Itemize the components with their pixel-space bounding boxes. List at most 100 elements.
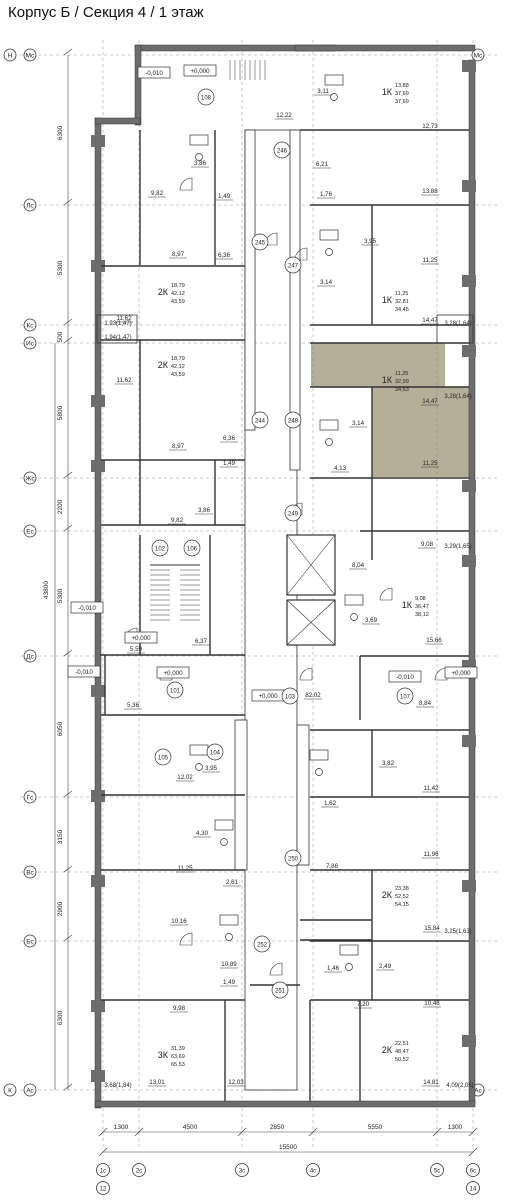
apartment-type: 3К — [158, 1050, 169, 1060]
level-mark-box — [70, 601, 104, 614]
room-area: 11,62 — [116, 377, 132, 384]
axis-bubble — [23, 790, 37, 804]
axis-bubble — [23, 934, 37, 948]
apartment-area: 9,08 — [415, 596, 426, 602]
room-area: 4,13 — [334, 465, 347, 472]
axis-bubble — [96, 1163, 110, 1177]
dimension-value: 5300 — [57, 260, 64, 275]
apartment-type: 1К — [382, 87, 393, 97]
room-area: 6,36 — [218, 252, 231, 259]
dimension-total: 43800 — [43, 581, 50, 599]
level-mark-box — [137, 66, 171, 79]
level-mark: +0,000 — [258, 693, 278, 700]
axis-label: 2с — [136, 1169, 142, 1175]
room-area: 2,49 — [379, 963, 392, 970]
dim-tick — [63, 934, 73, 942]
apartment-area: 13,88 — [395, 83, 409, 89]
apartment-area: 37,69 — [395, 99, 409, 105]
room-number-bubble — [154, 748, 172, 766]
balcony-area: 1,93(1,47) — [104, 321, 131, 327]
dimension-value: 5300 — [57, 588, 64, 603]
axis-bubble — [306, 1163, 320, 1177]
apartment-area: 11,25 — [395, 291, 408, 297]
apartment-area: 36,47 — [415, 604, 429, 610]
room-area: 8,97 — [172, 251, 185, 258]
highlighted-apartment — [372, 387, 474, 477]
dim-tick — [63, 471, 73, 479]
pier — [462, 345, 476, 357]
pier — [91, 135, 105, 147]
axis-label: Кс — [26, 323, 34, 330]
level-mark-box — [388, 670, 422, 683]
axis-label: Мс — [26, 53, 35, 60]
room-number-bubble — [273, 141, 291, 159]
room-area: 82,02 — [305, 692, 321, 699]
room-area: 1,49 — [223, 460, 236, 467]
pier — [462, 180, 476, 192]
door-swing — [379, 587, 393, 601]
dim-tick — [468, 1147, 478, 1157]
room-area: 9,82 — [171, 517, 184, 524]
room-number-bubble — [251, 411, 269, 429]
apartment-area: 18,79 — [171, 356, 185, 362]
dim-tick — [63, 865, 73, 873]
room-area: 3,11 — [317, 88, 329, 95]
level-mark-box — [444, 666, 478, 679]
room-number: 104 — [210, 751, 221, 757]
room-area: 14,81 — [423, 1079, 439, 1086]
toilet-icon — [345, 963, 353, 971]
room-area: 3,86 — [198, 507, 211, 514]
level-mark: +0,000 — [451, 670, 471, 677]
balcony-area: 3,25(1,63) — [444, 929, 471, 935]
dimension-value: 4500 — [183, 1124, 198, 1131]
axis-label: 1с — [100, 1169, 106, 1175]
apartment-type: 2К — [158, 287, 169, 297]
pier — [462, 275, 476, 287]
apartment-area: 32,81 — [395, 299, 409, 305]
balcony-area: 3,28(1,64) — [444, 321, 471, 327]
room-number-bubble — [396, 687, 414, 705]
level-mark: +0,000 — [131, 635, 151, 642]
dim-tick — [237, 1127, 247, 1137]
level-mark-box — [67, 665, 101, 678]
axis-label: 6с — [470, 1169, 476, 1175]
axis-label: Дс — [26, 654, 34, 661]
axis-label: Мс — [474, 53, 483, 60]
bath — [214, 819, 234, 831]
shaft — [296, 724, 310, 866]
apartment-area: 52,52 — [395, 894, 409, 900]
pier — [462, 880, 476, 892]
room-area: 11,25 — [422, 460, 438, 467]
dimension-value: 500 — [57, 331, 64, 342]
room-number: 251 — [275, 989, 286, 995]
dimension-value: 6300 — [57, 125, 64, 140]
wall — [134, 44, 142, 126]
axis-bubble — [23, 524, 37, 538]
room-area: 11,25 — [422, 257, 438, 264]
room-area: 1,49 — [223, 979, 236, 986]
dim-tick — [63, 649, 73, 657]
axis-bubble — [23, 336, 37, 350]
balcony — [436, 314, 474, 344]
room-area: 14,47 — [422, 317, 438, 324]
apartment-type: 2К — [382, 1045, 393, 1055]
bath — [339, 944, 359, 956]
dim-tick — [63, 336, 73, 344]
apartment-area: 54,15 — [395, 902, 409, 908]
dimension-total: 15500 — [279, 1144, 297, 1151]
room-area: 12,03 — [228, 1079, 244, 1086]
room-area: 3,86 — [194, 160, 207, 167]
highlighted-apartment — [311, 343, 445, 387]
room-area: 13,88 — [422, 188, 438, 195]
toilet-icon — [195, 763, 203, 771]
room-area: 10,16 — [171, 918, 187, 925]
apartment-area: 32,99 — [395, 379, 409, 385]
dim-tick — [63, 790, 73, 798]
axis-label: Ас — [26, 1088, 34, 1095]
pier — [91, 1070, 105, 1082]
room-area: 9,98 — [173, 1005, 186, 1012]
apartment-area: 11,25 — [395, 371, 408, 377]
pier — [91, 685, 105, 697]
balcony-area: 3,29(1,65) — [444, 544, 471, 550]
axis-label: Жс — [25, 476, 35, 483]
